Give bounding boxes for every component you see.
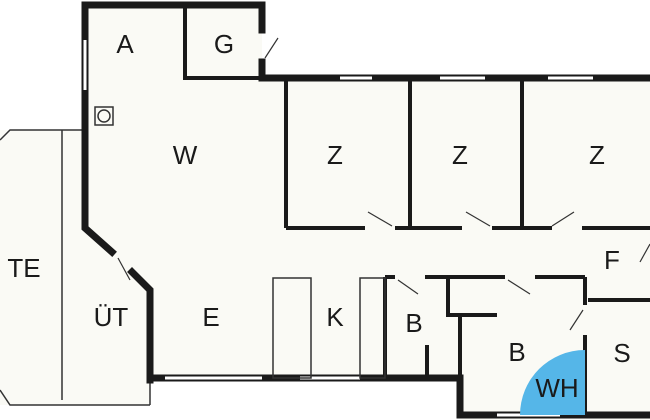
room-label-te: TE (7, 253, 40, 283)
room-label-b2: B (508, 337, 525, 367)
room-label-f: F (604, 245, 620, 275)
room-label-b1: B (405, 308, 422, 338)
room-label-k: K (326, 302, 344, 332)
room-label-a: A (116, 29, 134, 59)
wh-highlight (520, 350, 585, 415)
room-label-e: E (202, 302, 219, 332)
room-labels: A G W Z Z Z TE ÜT E K B B F S WH (7, 29, 630, 403)
kitchen-counters (272, 277, 386, 379)
room-label-ut: ÜT (94, 302, 129, 332)
room-label-wh: WH (535, 373, 578, 403)
room-label-z2: Z (452, 140, 468, 170)
room-label-z1: Z (327, 140, 343, 170)
room-label-g: G (214, 29, 234, 59)
stove-icon (94, 106, 114, 126)
floor-areas (0, 5, 650, 420)
room-label-w: W (173, 140, 198, 170)
terrace-outline (0, 129, 151, 406)
room-label-s: S (613, 338, 630, 368)
room-label-z3: Z (589, 140, 605, 170)
door-swings (117, 37, 650, 331)
